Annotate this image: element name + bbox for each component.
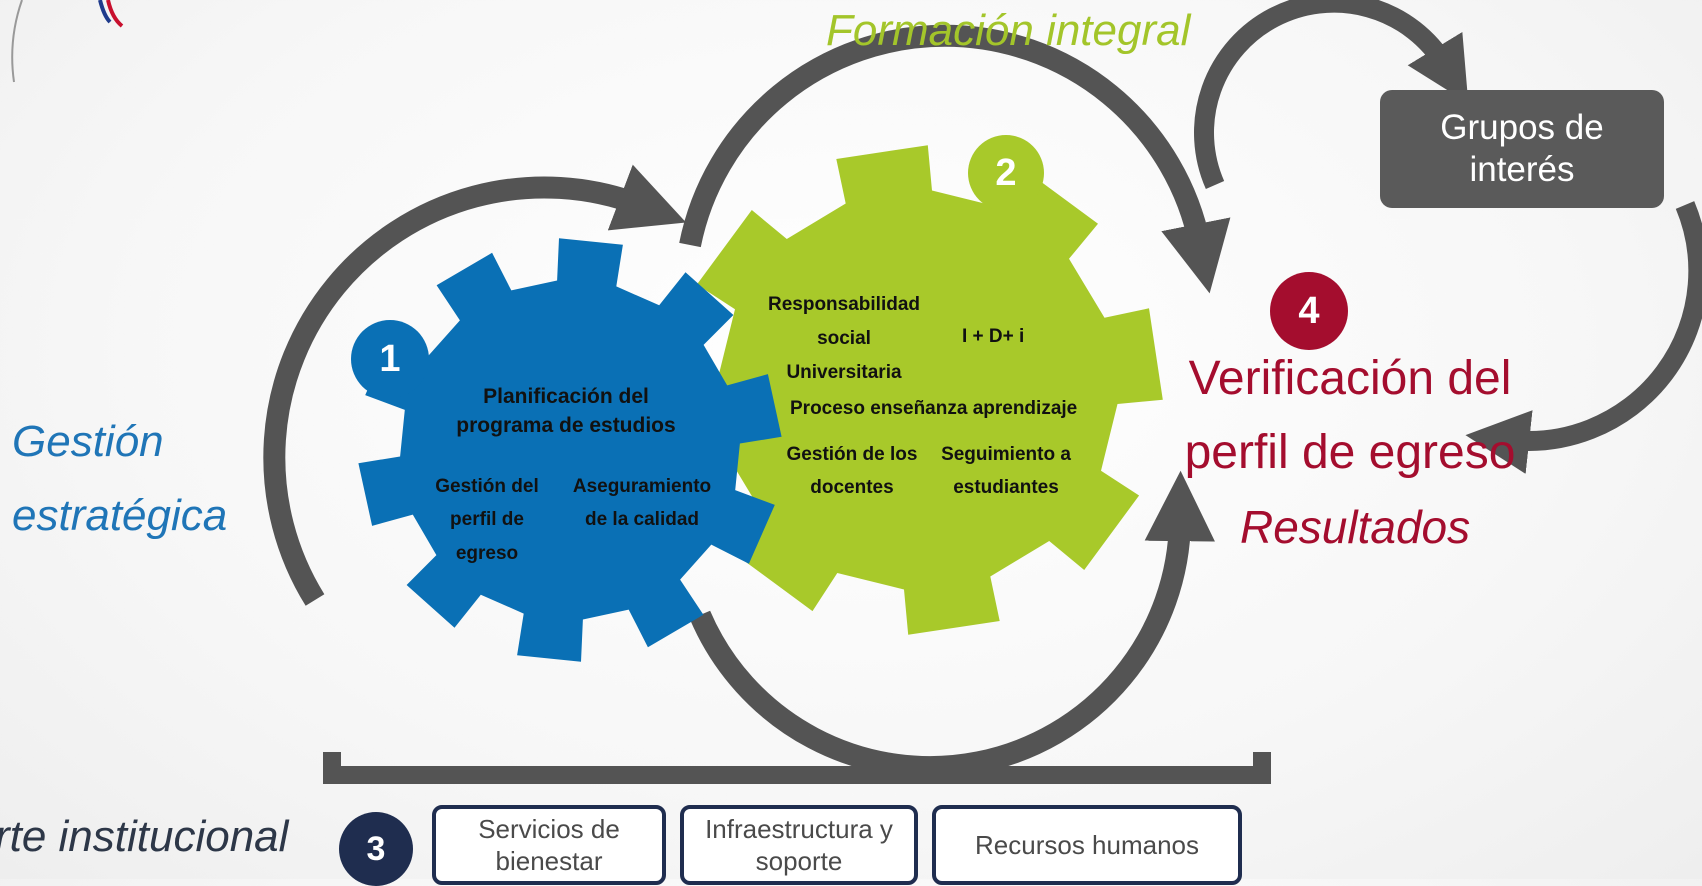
gear1-item-aseguramiento: Aseguramiento de la calidad xyxy=(572,476,712,531)
support-box-infraestructura-label: Infraestructura y soporte xyxy=(705,813,893,877)
step-4-badge: 4 xyxy=(1270,272,1348,350)
arrow-gestion xyxy=(263,164,687,606)
resultados-label: Resultados xyxy=(1240,501,1471,553)
verificacion-perfil-label: Verificación del perfil de egreso xyxy=(1184,352,1516,479)
arrow-formacion xyxy=(679,24,1231,294)
gear2-item-idi: I + D+ i xyxy=(962,326,1025,347)
gear-1 xyxy=(358,238,782,662)
grupos-de-interes-label: Grupos de interés xyxy=(1440,108,1604,189)
step-1-badge: 1 xyxy=(351,320,429,398)
soporte-institucional-label: porte institucional xyxy=(0,812,289,861)
logo-fragment-blue xyxy=(98,0,112,24)
gear2-item-seguimiento: Seguimiento a estudiantes xyxy=(941,444,1071,499)
arrow-to-grupos xyxy=(1194,0,1469,190)
arrow-feedback xyxy=(1465,201,1702,474)
arrow-results xyxy=(689,470,1215,779)
step-2-badge: 2 xyxy=(968,135,1044,211)
gear-2 xyxy=(673,145,1163,635)
gear2-item-rs: Responsabilidad social Universitaria xyxy=(767,294,921,383)
gear1-item-perfil: Gestión del perfil de egreso xyxy=(435,476,539,564)
support-box-recursos: Recursos humanos xyxy=(932,805,1242,885)
logo-fragment xyxy=(11,0,23,83)
grupos-de-interes-box: Grupos de interés xyxy=(1380,90,1664,208)
support-box-infraestructura: Infraestructura y soporte xyxy=(680,805,918,885)
gestion-estrategica-label: Gestión estratégica xyxy=(12,405,228,553)
gear1-main-label: Planificación del programa de estudios xyxy=(456,385,676,438)
step-3-badge: 3 xyxy=(339,812,413,886)
gear2-item-docentes: Gestión de los docentes xyxy=(786,444,918,499)
support-box-recursos-label: Recursos humanos xyxy=(975,829,1199,860)
formacion-integral-title: Formación integral xyxy=(826,6,1191,55)
support-box-servicios: Servicios de bienestar xyxy=(432,805,666,885)
gestion-estrategica-text: Gestión estratégica xyxy=(12,417,228,540)
support-box-servicios-label: Servicios de bienestar xyxy=(478,813,620,877)
gear2-item-proceso: Proceso enseñanza aprendizaje xyxy=(790,398,1078,419)
logo-fragment-red xyxy=(106,0,124,28)
support-bracket xyxy=(323,752,1271,784)
